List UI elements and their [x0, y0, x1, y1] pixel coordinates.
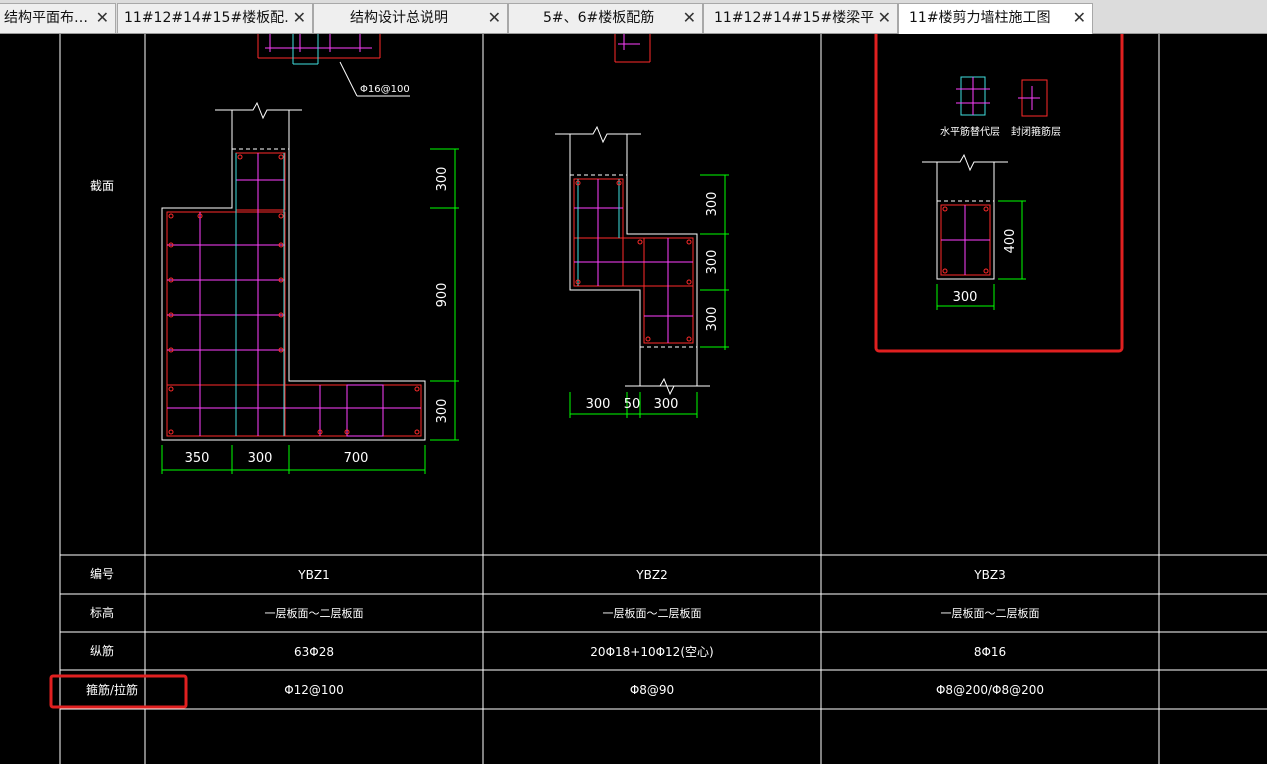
tab-label: 结构设计总说明 [350, 10, 448, 26]
ybz3-section: 水平筋替代层 封闭箍筋层 300 400 [922, 76, 1061, 310]
row-label-elevation: 标高 [90, 605, 114, 620]
ybz2-stirrups: Φ8@90 [630, 683, 674, 697]
ybz1-long-bars: 63Φ28 [294, 645, 334, 659]
tab-structure-plan[interactable]: 结构平面布… ✕ [0, 3, 116, 33]
legend-closed-stirrup: 封闭箍筋层 [1011, 125, 1061, 138]
tab-slab-5-6[interactable]: 5#、6#楼板配筋 ✕ [508, 3, 703, 33]
ybz3-stirrups: Φ8@200/Φ8@200 [936, 683, 1044, 697]
ybz2-id: YBZ2 [635, 568, 667, 582]
tab-floor-slab-reinforcement[interactable]: 11#12#14#15#楼板配… ✕ [117, 3, 313, 33]
tab-label: 5#、6#楼板配筋 [543, 10, 655, 26]
closed-stirrup-legend-icon [1018, 79, 1048, 117]
ybz3-id: YBZ3 [973, 568, 1005, 582]
ybz1-top-note: Φ16@100 [360, 84, 410, 95]
tab-label: 11#12#14#15#楼梁平… [714, 10, 875, 26]
close-icon[interactable]: ✕ [1072, 8, 1086, 27]
ybz3-dim-right-1: 400 [1003, 229, 1018, 254]
ybz2-dim-right-1: 300 [705, 192, 720, 217]
ybz2-dim-bottom-1: 300 [586, 397, 611, 412]
ybz1-dim-right-3: 300 [435, 399, 450, 424]
row-label-section: 截面 [90, 179, 114, 193]
ybz3-dim-bottom-1: 300 [953, 290, 978, 305]
tab-structural-design-notes[interactable]: 结构设计总说明 ✕ [313, 3, 508, 33]
ybz1-id: YBZ1 [297, 568, 329, 582]
ybz1-dim-bottom-2: 300 [248, 451, 273, 466]
tab-beam-plan[interactable]: 11#12#14#15#楼梁平… ✕ [703, 3, 898, 33]
ybz3-long-bars: 8Φ16 [974, 645, 1006, 659]
ybz2-dim-bottom-2: 50 [624, 397, 641, 412]
tab-shear-wall-columns[interactable]: 11#楼剪力墙柱施工图 ✕ [898, 3, 1093, 34]
ybz2-dim-right-3: 300 [705, 307, 720, 332]
horizontal-bar-legend-icon [956, 76, 990, 116]
highlight-box-stirrup-label [49, 674, 188, 709]
ybz2-elevation: 一层板面～二层板面 [603, 606, 702, 620]
ybz1-dim-bottom-3: 700 [344, 451, 369, 466]
row-label-long-bars: 纵筋 [90, 643, 114, 658]
row-label-stirrups: 箍筋/拉筋 [86, 682, 138, 697]
cad-drawing-canvas[interactable]: 截面 编号 标高 纵筋 箍筋/拉筋 YBZ1 YBZ2 YBZ3 一层板面～二层… [0, 34, 1267, 764]
ybz1-dim-right-1: 300 [435, 167, 450, 192]
ybz2-dim-bottom-3: 300 [654, 397, 679, 412]
ybz1-stirrups: Φ12@100 [284, 683, 344, 697]
highlight-box-ybz3 [874, 34, 1124, 353]
ybz2-section: 300 50 300 300 300 300 [555, 34, 729, 418]
row-label-id: 编号 [90, 566, 114, 581]
schedule-table-grid [59, 34, 1267, 764]
legend-horizontal-bar: 水平筋替代层 [940, 125, 1000, 138]
tab-label: 结构平面布… [4, 10, 88, 26]
close-icon[interactable]: ✕ [682, 8, 696, 27]
ybz1-dim-bottom-1: 350 [185, 451, 210, 466]
close-icon[interactable]: ✕ [487, 8, 501, 27]
ybz2-dim-right-2: 300 [705, 250, 720, 275]
ybz2-long-bars: 20Φ18+10Φ12(空心) [590, 645, 713, 659]
ybz1-dim-right-2: 900 [435, 283, 450, 308]
ybz3-elevation: 一层板面～二层板面 [941, 606, 1040, 620]
document-tab-bar: 结构平面布… ✕ 11#12#14#15#楼板配… ✕ 结构设计总说明 ✕ 5#… [0, 0, 1267, 34]
close-icon[interactable]: ✕ [877, 8, 891, 27]
tab-label: 11#12#14#15#楼板配… [124, 10, 290, 26]
ybz1-section: Φ16@100 [161, 34, 459, 474]
close-icon[interactable]: ✕ [292, 8, 306, 27]
close-icon[interactable]: ✕ [95, 8, 109, 27]
tab-label: 11#楼剪力墙柱施工图 [909, 10, 1051, 26]
ybz1-elevation: 一层板面～二层板面 [265, 606, 364, 620]
